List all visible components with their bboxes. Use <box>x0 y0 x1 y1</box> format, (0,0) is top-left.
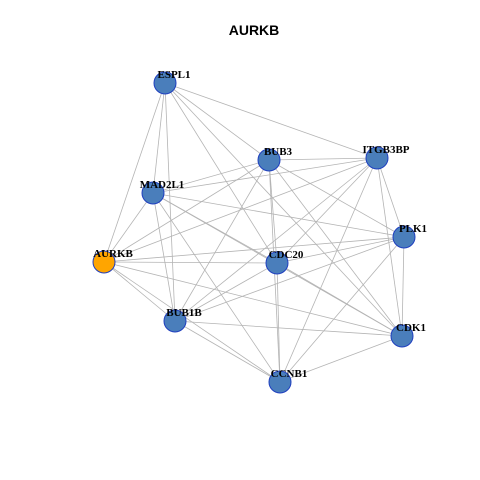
edge-espl1-bub1b <box>164 82 176 322</box>
edge-plk1-bub1b <box>174 236 405 322</box>
edge-plk1-cdc20 <box>276 236 405 264</box>
edge-bub3-cdk1 <box>268 159 403 337</box>
edge-aurkb-bub1b <box>103 261 176 322</box>
node-label-cdc20: CDC20 <box>269 249 304 261</box>
edge-cdc20-cdk1 <box>276 262 403 337</box>
node-label-itgb3bp: ITGB3BP <box>362 144 409 156</box>
edge-mad2l1-plk1 <box>152 192 405 238</box>
edges-layer <box>103 82 405 383</box>
edge-bub3-plk1 <box>268 159 405 238</box>
edge-itgb3bp-ccnb1 <box>279 157 378 383</box>
edge-itgb3bp-bub1b <box>174 157 378 322</box>
edge-espl1-bub3 <box>164 82 270 161</box>
edge-aurkb-cdk1 <box>103 261 403 337</box>
graph-title: AURKB <box>229 22 280 38</box>
edge-plk1-cdk1 <box>401 236 405 337</box>
edge-cdc20-bub1b <box>174 262 278 322</box>
node-label-mad2l1: MAD2L1 <box>140 179 185 191</box>
node-bub3[interactable] <box>257 148 281 172</box>
edge-plk1-aurkb <box>103 236 405 263</box>
node-label-espl1: ESPL1 <box>157 69 190 81</box>
node-ccnb1[interactable] <box>268 370 292 394</box>
node-label-aurkb: AURKB <box>93 248 133 260</box>
edge-mad2l1-ccnb1 <box>152 192 281 383</box>
node-label-cdk1: CDK1 <box>396 322 426 334</box>
edge-espl1-cdc20 <box>164 82 278 264</box>
node-bub1b[interactable] <box>163 309 187 333</box>
node-plk1[interactable] <box>392 225 416 249</box>
edge-itgb3bp-mad2l1 <box>152 157 378 194</box>
node-label-bub1b: BUB1B <box>166 307 202 319</box>
edge-espl1-cdk1 <box>164 82 403 337</box>
edge-mad2l1-aurkb <box>103 192 154 263</box>
edge-cdc20-ccnb1 <box>276 262 281 383</box>
nodes-layer <box>92 71 416 394</box>
node-label-bub3: BUB3 <box>264 146 293 158</box>
node-aurkb[interactable] <box>92 250 116 274</box>
edge-espl1-itgb3bp <box>164 82 378 159</box>
edge-bub3-cdc20 <box>268 159 278 264</box>
node-cdc20[interactable] <box>265 251 289 275</box>
node-cdk1[interactable] <box>390 324 414 348</box>
node-espl1[interactable] <box>153 71 177 95</box>
edge-cdk1-ccnb1 <box>279 335 403 383</box>
edge-itgb3bp-cdc20 <box>276 157 378 264</box>
edge-aurkb-cdc20 <box>103 261 278 264</box>
edge-bub3-itgb3bp <box>268 157 378 161</box>
edge-bub1b-ccnb1 <box>174 320 281 383</box>
edge-bub3-mad2l1 <box>152 159 270 194</box>
edge-bub3-aurkb <box>103 159 270 263</box>
edge-itgb3bp-aurkb <box>103 157 378 263</box>
node-mad2l1[interactable] <box>141 181 165 205</box>
edge-espl1-mad2l1 <box>152 82 166 194</box>
edge-espl1-aurkb <box>103 82 166 263</box>
edge-itgb3bp-plk1 <box>376 157 405 238</box>
node-label-plk1: PLK1 <box>399 223 427 235</box>
edge-bub1b-cdk1 <box>174 320 403 337</box>
node-label-ccnb1: CCNB1 <box>271 368 308 380</box>
edge-plk1-ccnb1 <box>279 236 405 383</box>
edge-itgb3bp-cdk1 <box>376 157 403 337</box>
edge-bub3-bub1b <box>174 159 270 322</box>
node-itgb3bp[interactable] <box>365 146 389 170</box>
